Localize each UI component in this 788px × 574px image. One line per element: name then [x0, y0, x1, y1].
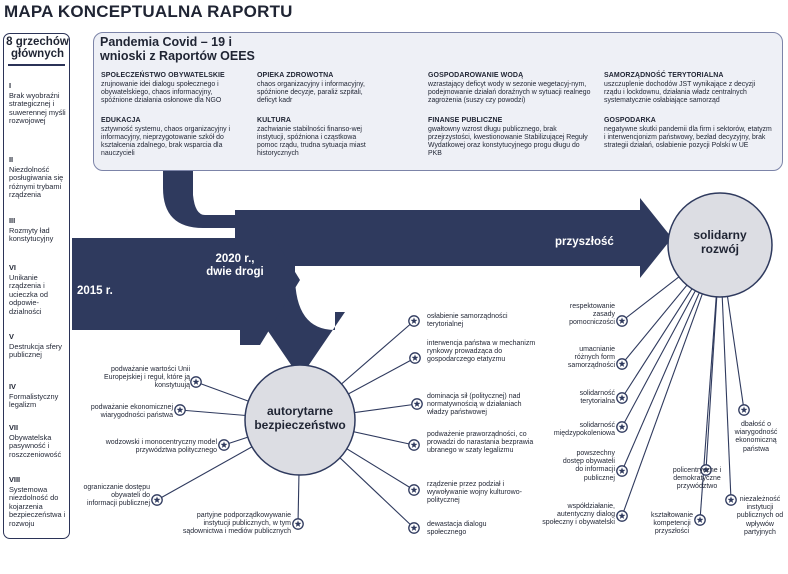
star-icon: [727, 496, 735, 503]
auth-right-item: interwencja państwa w mechanizm rynkowy …: [427, 340, 536, 364]
solid-circle: [667, 192, 773, 298]
star-icon: [618, 360, 626, 367]
label-future: przyszłość: [555, 236, 614, 248]
star-icon: [410, 486, 418, 493]
solid-item: dbałość o wiarygodność ekonomiczną państ…: [734, 421, 778, 453]
star-icon: [153, 496, 161, 503]
solid-item: solidarność międzypokoleniowa: [553, 422, 615, 438]
auth-left-item: podważanie ekonomicznej wiarygodności pa…: [90, 404, 173, 420]
auth-right-item: podważenie praworządności, co prowadzi d…: [427, 431, 534, 455]
star-icon: [192, 378, 200, 385]
flow-curve-shape: [163, 171, 672, 378]
star-icon: [618, 512, 626, 519]
auth-right-item: rządzenie przez podział i wywoływanie wo…: [427, 481, 522, 505]
solid-item: niezależność instytucji publicznych od w…: [736, 496, 784, 536]
auth-title: autorytarne bezpieczeństwo: [254, 404, 346, 432]
star-icon: [618, 317, 626, 324]
sins-divider: [8, 64, 65, 66]
solid-item: powszechny dostęp obywateli do informacj…: [562, 450, 615, 482]
covid-panel: [93, 32, 783, 171]
solid-item: kształtowanie kompetencji przyszłości: [650, 512, 694, 536]
solid-title: solidarny rozwój: [693, 228, 747, 256]
sins-title: 8 grzechów głównych: [6, 36, 69, 60]
auth-left-item: partyjne podporządkowywanie instytucji p…: [182, 512, 291, 536]
star-icon: [740, 406, 748, 413]
solid-item: respektowanie zasady pomocniczości: [569, 303, 615, 327]
auth-left-item: podważanie wartości Unii Europejskiej i …: [104, 366, 190, 390]
star-icon: [410, 524, 418, 531]
page-title: MAPA KONCEPTUALNA RAPORTU: [4, 2, 293, 21]
solid-item: policentryczne i demokratyczne przywództ…: [672, 467, 722, 491]
star-icon: [618, 423, 626, 430]
arrow-2020-head: [240, 215, 300, 345]
label-2015: 2015 r.: [77, 285, 113, 297]
solid-item: umacnianie różnych form samorządności: [567, 346, 615, 370]
star-markers: [151, 315, 750, 534]
star-icon: [220, 441, 228, 448]
solid-item: współdziałanie, autentyczny dialog społe…: [542, 503, 615, 527]
star-icon: [413, 400, 421, 407]
star-icon: [294, 520, 302, 527]
panel-title: Pandemia Covid – 19 i wnioski z Raportów…: [100, 35, 255, 63]
star-icon: [618, 467, 626, 474]
label-2020: 2020 r., dwie drogi: [206, 253, 264, 278]
auth-right-item: dewastacja dialogu społecznego: [427, 521, 487, 537]
star-icon: [618, 394, 626, 401]
auth-right-item: dominacja sił (politycznej) nad normatyw…: [427, 393, 522, 417]
star-icon: [176, 406, 184, 413]
arrow-2015: [72, 238, 265, 330]
auth-right-item: osłabienie samorządności terytorialnej: [427, 313, 508, 329]
star-icon: [410, 317, 418, 324]
auth-circle: [244, 364, 356, 476]
auth-left-item: wodzowski i monocentryczny model przywód…: [105, 439, 217, 455]
auth-left-item: ograniczanie dostępu obywateli do inform…: [83, 484, 150, 508]
star-icon: [410, 441, 418, 448]
solid-item: solidarność terytorialna: [579, 390, 615, 406]
star-icon: [696, 516, 704, 523]
star-icon: [702, 466, 710, 473]
star-icon: [411, 354, 419, 361]
